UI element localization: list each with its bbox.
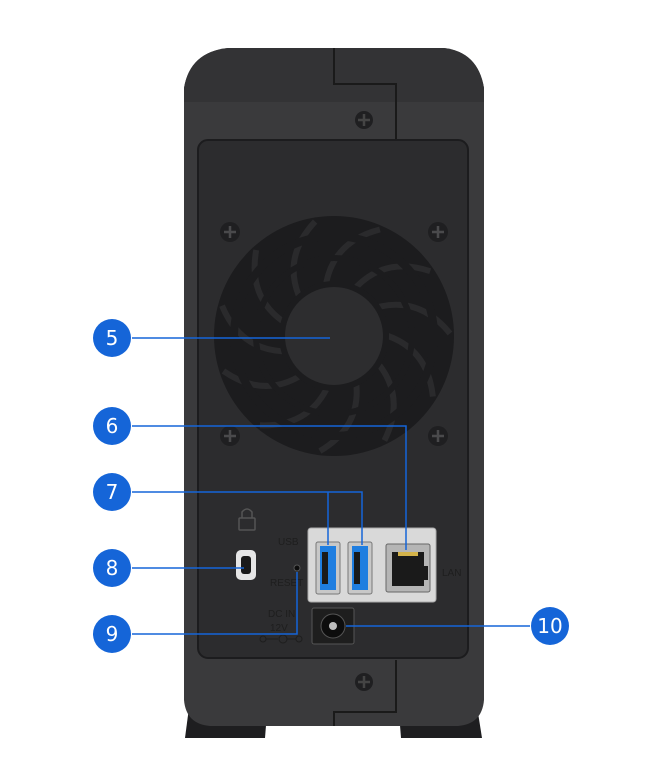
- fan-blade: [318, 384, 360, 454]
- lock-icon: [238, 508, 256, 531]
- fan-blade: [290, 219, 318, 297]
- fan-blade: [221, 368, 301, 389]
- bottom-seam: [333, 660, 397, 726]
- fan-blade: [251, 249, 285, 324]
- usb-label: USB: [278, 537, 299, 548]
- security-slot: [236, 550, 256, 580]
- lan-port: [385, 543, 431, 593]
- fan-blade: [323, 226, 381, 284]
- svg-text:6: 6: [106, 414, 119, 438]
- fan-blade: [354, 263, 432, 290]
- fan-blade: [378, 301, 453, 336]
- lan-label: LAN: [442, 568, 461, 579]
- fan-screw-tr: [428, 222, 448, 242]
- polarity-icon: [259, 634, 303, 644]
- svg-text:7: 7: [106, 480, 119, 504]
- svg-text:5: 5: [106, 326, 119, 350]
- callout-line-6: [132, 425, 407, 550]
- cooling-fan: [214, 216, 454, 456]
- callout-lines: [132, 337, 530, 635]
- dc-in-label: DC IN: [268, 609, 295, 620]
- callout-badge-8: 8: [93, 549, 131, 587]
- callout-line-7: [132, 491, 363, 545]
- usb-port-2: [347, 541, 373, 595]
- fan-blade: [259, 388, 329, 429]
- callout-badge-9: 9: [93, 615, 131, 653]
- svg-text:9: 9: [106, 622, 119, 646]
- fan-screw-br: [428, 426, 448, 446]
- callout-badge-5: 5: [93, 319, 131, 357]
- fan-blade: [376, 363, 397, 442]
- callout-badge-6: 6: [93, 407, 131, 445]
- usb-port-1: [315, 541, 341, 595]
- callout-badge-10: 10: [531, 607, 569, 645]
- callout-badge-7: 7: [93, 473, 131, 511]
- callout-line-9: [132, 572, 298, 635]
- screw-top: [355, 111, 373, 129]
- screw-bottom: [355, 673, 373, 691]
- fan-screw-bl: [220, 426, 240, 446]
- svg-text:8: 8: [106, 556, 119, 580]
- dc-in-port: [311, 607, 355, 645]
- reset-label: RESET: [270, 578, 303, 589]
- reset-button: [293, 564, 301, 572]
- dc-voltage-label: 12V: [270, 623, 288, 634]
- svg-text:10: 10: [537, 614, 562, 638]
- fan-screw-tl: [220, 222, 240, 242]
- fan-blade: [386, 333, 436, 397]
- top-seam: [333, 48, 397, 140]
